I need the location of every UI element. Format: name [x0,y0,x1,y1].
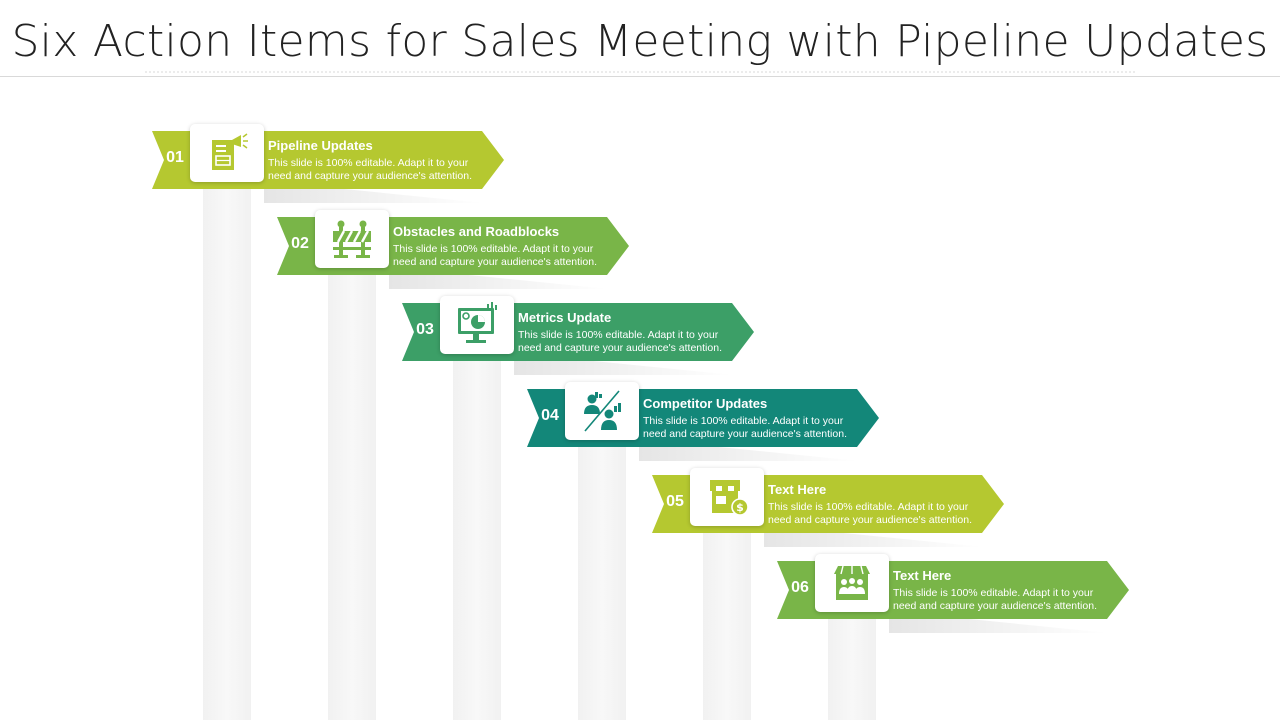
column-6 [828,610,876,720]
item-description: This slide is 100% editable. Adapt it to… [893,587,1097,612]
action-item-4: 04 Competitor Updates This slide is 100%… [527,382,887,461]
item-title: Pipeline Updates [268,138,373,153]
action-item-6: 06 Text Here This slide is 100% editable… [777,554,1137,633]
item-number: 06 [791,579,809,596]
action-item-2: 02 Obstacles and Roadblocks This slide i… [277,210,637,289]
column-1 [203,180,251,720]
slide-title: Six Action Items for Sales Meeting with … [11,16,1269,67]
column-4 [578,438,626,720]
item-description: This slide is 100% editable. Adapt it to… [768,501,972,526]
column-5 [703,524,751,720]
item-number: 03 [416,321,434,338]
title-divider [0,76,1280,77]
item-description: This slide is 100% editable. Adapt it to… [393,243,597,268]
item-description: This slide is 100% editable. Adapt it to… [268,157,472,182]
item-description: This slide is 100% editable. Adapt it to… [518,329,722,354]
item-title: Text Here [768,482,827,497]
store-people-icon [815,554,889,612]
item-number: 01 [166,149,184,166]
svg-text:$: $ [736,501,744,514]
item-title: Obstacles and Roadblocks [393,224,560,239]
shop-money-icon: $ [690,468,764,526]
action-item-5: 05 $ Text Here This slide is 100% editab… [652,468,1012,547]
item-number: 04 [541,407,559,424]
monitor-metrics-icon [440,296,514,354]
column-2 [328,266,376,720]
item-title: Metrics Update [518,310,612,325]
item-number: 05 [666,493,684,510]
report-megaphone-icon [190,124,264,182]
competitors-icon [565,382,639,440]
roadblock-barrier-icon [315,210,389,268]
column-3 [453,352,501,720]
item-description: This slide is 100% editable. Adapt it to… [643,415,847,440]
item-title: Text Here [893,568,952,583]
action-item-1: 01 Pipeline Updates This slide is 100% e… [152,124,512,203]
action-item-3: 03 Metrics Update This slide is 100% edi… [402,296,762,375]
item-title: Competitor Updates [643,396,768,411]
item-number: 02 [291,235,309,252]
title-dotted-line [145,71,1135,73]
